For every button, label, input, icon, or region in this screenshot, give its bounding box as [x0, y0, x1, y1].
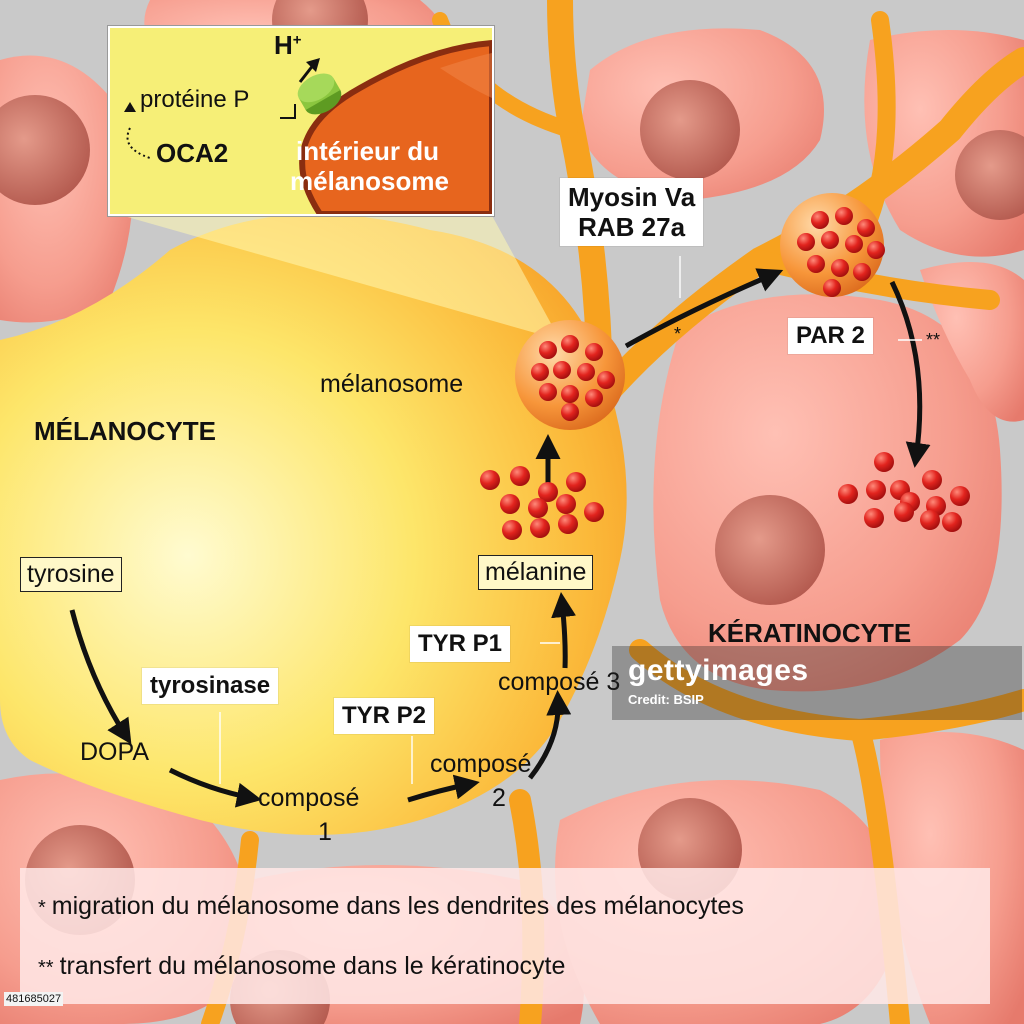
protein-p-channel-icon: [297, 73, 342, 115]
melanin-granule: [561, 335, 579, 353]
melanin-granule: [866, 480, 886, 500]
melanin-granule: [853, 263, 871, 281]
melanin-granule: [845, 235, 863, 253]
compose3-label: composé 3: [498, 668, 621, 696]
oca2-label: OCA2: [156, 138, 229, 168]
melanin-granule: [566, 472, 586, 492]
melanin-granule: [823, 279, 841, 297]
melanin-granule: [894, 502, 914, 522]
tyrosinase-box: tyrosinase: [142, 668, 279, 704]
pointer-lines: [219, 256, 922, 784]
granule-cluster-keratinocyte: [838, 452, 970, 532]
tyr-p2-box: TYR P2: [334, 698, 435, 734]
tyrosine-box: tyrosine: [20, 557, 122, 592]
watermark-credit: Credit: BSIP: [628, 692, 704, 707]
melanin-granule: [553, 361, 571, 379]
melanin-granule: [585, 389, 603, 407]
melanin-granule: [807, 255, 825, 273]
interior-line1: intérieur du: [296, 136, 440, 166]
melanin-granule: [835, 207, 853, 225]
legend-text-1: migration du mélanosome dans les dendrit…: [51, 892, 744, 920]
melanin-granule: [864, 508, 884, 528]
dopa-label: DOPA: [80, 738, 149, 766]
melanin-granule: [950, 486, 970, 506]
melanin-granule: [558, 514, 578, 534]
melanin-granule: [561, 385, 579, 403]
melanin-granule: [480, 470, 500, 490]
rab-label: RAB 27a: [578, 212, 686, 242]
granule-cluster-melanosome: [531, 335, 615, 421]
tyr-p1-box: TYR P1: [410, 626, 511, 662]
pathway-arrows: [69, 268, 931, 808]
compose1-line1: composé: [258, 784, 360, 812]
melanin-granule: [920, 510, 940, 530]
melanin-granule: [528, 498, 548, 518]
inset-illustration: [124, 39, 492, 214]
melanin-granule: [539, 341, 557, 359]
interior-line2: mélanosome: [290, 166, 449, 196]
melanin-granule: [831, 259, 849, 277]
melanin-granule: [585, 343, 603, 361]
melanin-granule: [874, 452, 894, 472]
melanin-granule: [531, 363, 549, 381]
myosin-rab-box: Myosin Va RAB 27a: [560, 178, 704, 246]
stock-id: 481685027: [4, 992, 64, 1006]
melanin-granule: [500, 494, 520, 514]
watermark-overlay: gettyimages Credit: BSIP: [612, 646, 1022, 720]
star-double: **: [926, 330, 941, 350]
star-single: *: [674, 324, 682, 344]
melanin-granule: [942, 512, 962, 532]
melanin-granule: [510, 466, 530, 486]
watermark-brand: gettyimages: [628, 654, 809, 687]
melanin-granule: [584, 502, 604, 522]
compose1-line2: 1: [318, 818, 332, 846]
melanin-granule: [857, 219, 875, 237]
par2-box: PAR 2: [788, 318, 873, 354]
melanin-granule: [556, 494, 576, 514]
melanin-granule: [821, 231, 839, 249]
melanine-box: mélanine: [478, 555, 594, 590]
melanin-granule: [597, 371, 615, 389]
melanin-granule: [797, 233, 815, 251]
legend-row-1: *migration du mélanosome dans les dendri…: [38, 892, 744, 921]
compose2-line1: composé: [430, 750, 532, 778]
legend-row-2: **transfert du mélanosome dans le kérati…: [38, 952, 565, 981]
legend-mark-1: *: [38, 897, 46, 919]
keratinocyte-label: KÉRATINOCYTE: [708, 618, 912, 648]
melanin-granule: [922, 470, 942, 490]
granule-cluster-free: [480, 466, 604, 540]
melanin-granule: [502, 520, 522, 540]
melanin-granule: [561, 403, 579, 421]
melanin-granule: [838, 484, 858, 504]
compose2-line2: 2: [492, 784, 506, 812]
hplus-label: H+: [274, 30, 302, 60]
legend-text-2: transfert du mélanosome dans le kératino…: [59, 952, 566, 980]
melanin-granule: [538, 482, 558, 502]
melanin-granule: [577, 363, 595, 381]
proteine-p-label: protéine P: [140, 86, 250, 113]
legend-panel: *migration du mélanosome dans les dendri…: [20, 868, 990, 1004]
zoom-cone: [110, 212, 560, 340]
myosin-label: Myosin Va: [568, 182, 696, 212]
melanosome-label: mélanosome: [320, 370, 464, 398]
legend-mark-2: **: [38, 957, 54, 979]
melanocyte-label: MÉLANOCYTE: [34, 416, 216, 446]
melanin-granule: [867, 241, 885, 259]
melanin-granule: [530, 518, 550, 538]
granule-cluster-dendrite: [797, 207, 885, 297]
melanin-granule: [811, 211, 829, 229]
protein-p-inset: H+ protéine P OCA2 intérieur du mélanoso…: [108, 26, 494, 216]
melanin-granule: [539, 383, 557, 401]
